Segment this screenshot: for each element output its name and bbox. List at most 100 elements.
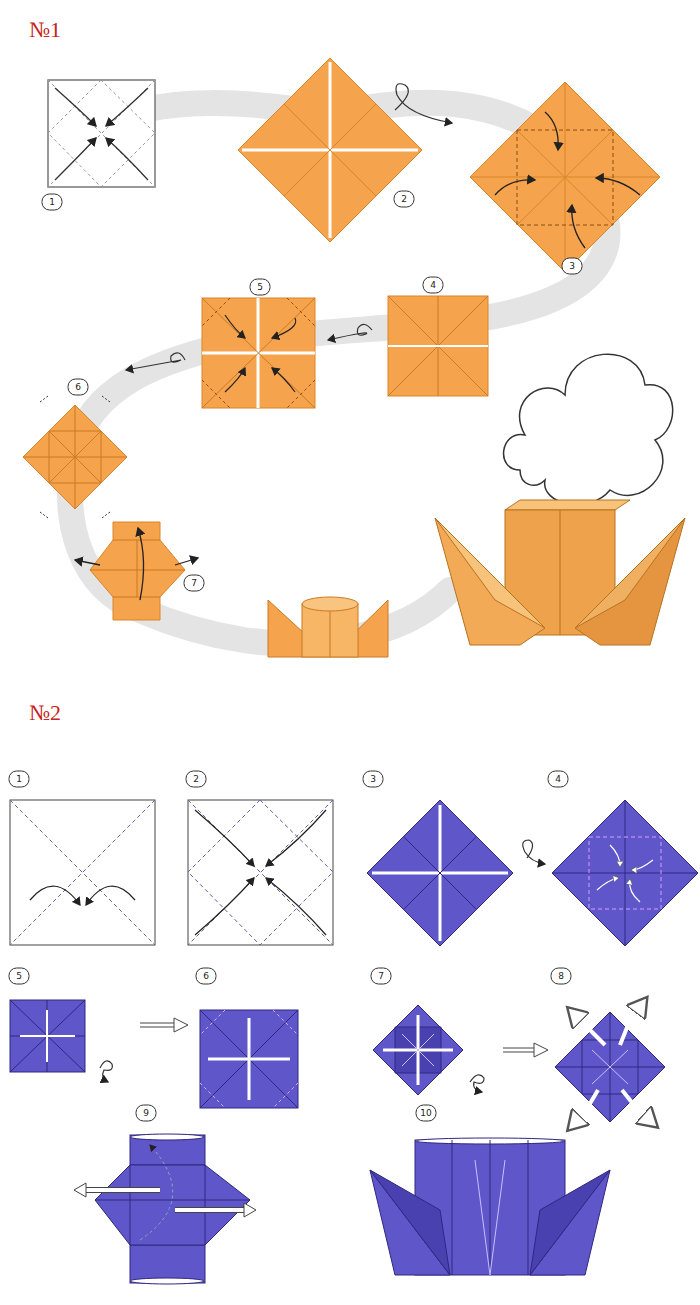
fold-path xyxy=(272,368,295,392)
fold-path xyxy=(195,810,254,866)
fold-path xyxy=(545,112,558,150)
fold-path xyxy=(328,324,372,340)
fold-path xyxy=(266,878,326,935)
fold-path xyxy=(106,88,148,126)
fold-path xyxy=(140,1023,175,1028)
step-number: 2 xyxy=(394,191,415,208)
fold-ellipse xyxy=(130,1134,204,1140)
fold-path xyxy=(452,1140,528,1275)
fold-path xyxy=(388,345,488,347)
fold-polygon xyxy=(95,1165,250,1245)
fold-polygon xyxy=(244,1203,256,1217)
fold-path xyxy=(40,396,110,518)
fold-polygon xyxy=(370,1170,450,1275)
fold-path xyxy=(10,800,155,945)
fold-path xyxy=(85,1188,160,1192)
fold-g xyxy=(75,528,198,600)
fold-polygon xyxy=(505,500,630,510)
fold-polygon xyxy=(530,1170,610,1275)
fold-path xyxy=(175,1207,245,1213)
fold-polygon xyxy=(174,1018,188,1032)
fold-polygon xyxy=(534,1043,548,1057)
fold-polygon xyxy=(555,1012,665,1122)
fold-path xyxy=(630,880,640,902)
fold-path xyxy=(610,845,620,866)
fold-ellipse xyxy=(302,597,358,611)
fold-path xyxy=(100,1061,112,1082)
fold-path xyxy=(266,810,326,866)
fold-path xyxy=(572,205,585,248)
fold-g xyxy=(48,80,155,187)
fold-g xyxy=(55,88,148,180)
fold-path xyxy=(200,1010,298,1108)
step-number: 1 xyxy=(9,771,30,788)
fold-polygon xyxy=(367,800,513,946)
step-number: 10 xyxy=(416,1105,437,1122)
fold-polygon xyxy=(373,1005,463,1095)
diagram-number: №1 xyxy=(29,17,61,43)
fold-path xyxy=(175,558,198,565)
fold-g xyxy=(225,315,296,392)
fold-polygon xyxy=(23,405,127,509)
step-number: 5 xyxy=(9,968,30,985)
fold-path xyxy=(225,315,245,338)
fold-rect xyxy=(130,1245,205,1283)
fold-path xyxy=(470,1075,484,1092)
step-number: 9 xyxy=(136,1105,157,1122)
fold-path xyxy=(503,1048,535,1053)
fold-path xyxy=(225,368,245,392)
fold-g xyxy=(85,1190,245,1210)
fold-path xyxy=(475,1160,505,1275)
fold-rect xyxy=(302,604,358,657)
fold-path xyxy=(23,405,127,509)
step-number: 8 xyxy=(551,968,572,985)
fold-path xyxy=(138,528,144,600)
fold-path xyxy=(395,84,452,123)
fold-path xyxy=(106,138,148,180)
fold-rect xyxy=(589,837,661,909)
fold-g xyxy=(85,1190,245,1210)
fold-polygon xyxy=(238,58,422,242)
fold-path xyxy=(555,1012,665,1122)
fold-path xyxy=(95,1165,250,1245)
diagram-number: №2 xyxy=(29,700,61,726)
fold-path xyxy=(592,1050,628,1084)
fold-path xyxy=(202,298,315,408)
fold-g xyxy=(10,800,333,945)
fold-polygon xyxy=(74,1183,86,1197)
step-number: 2 xyxy=(186,771,207,788)
fold-path xyxy=(404,837,476,909)
step-number: 7 xyxy=(184,575,205,592)
fold-path xyxy=(195,878,254,935)
fold-path xyxy=(284,104,376,196)
fold-path xyxy=(622,1090,655,1125)
step-number: 3 xyxy=(562,258,583,275)
step-number: 3 xyxy=(363,771,384,788)
fold-path xyxy=(372,805,508,941)
fold-path xyxy=(126,353,185,370)
fold-path xyxy=(503,1049,535,1052)
fold-path xyxy=(85,1187,160,1193)
fold-path xyxy=(330,611,331,657)
fold-path xyxy=(632,860,653,870)
fold-polygon xyxy=(575,518,685,645)
fold-path xyxy=(202,298,315,408)
fold-g xyxy=(570,1000,655,1128)
fold-rect xyxy=(188,800,333,945)
fold-path xyxy=(90,540,185,597)
step-number: 6 xyxy=(68,379,89,396)
step-number: 4 xyxy=(548,771,569,788)
step-number: 5 xyxy=(250,279,271,296)
fold-path xyxy=(570,1090,598,1128)
fold-polygon xyxy=(370,1170,450,1275)
fold-path xyxy=(30,886,80,905)
fold-path xyxy=(208,1018,290,1100)
fold-polygon xyxy=(435,518,545,628)
fold-path xyxy=(175,1208,245,1212)
fold-path xyxy=(188,800,333,945)
fold-path xyxy=(383,1015,453,1085)
fold-rect xyxy=(130,1135,205,1165)
step-number: 1 xyxy=(42,194,63,211)
